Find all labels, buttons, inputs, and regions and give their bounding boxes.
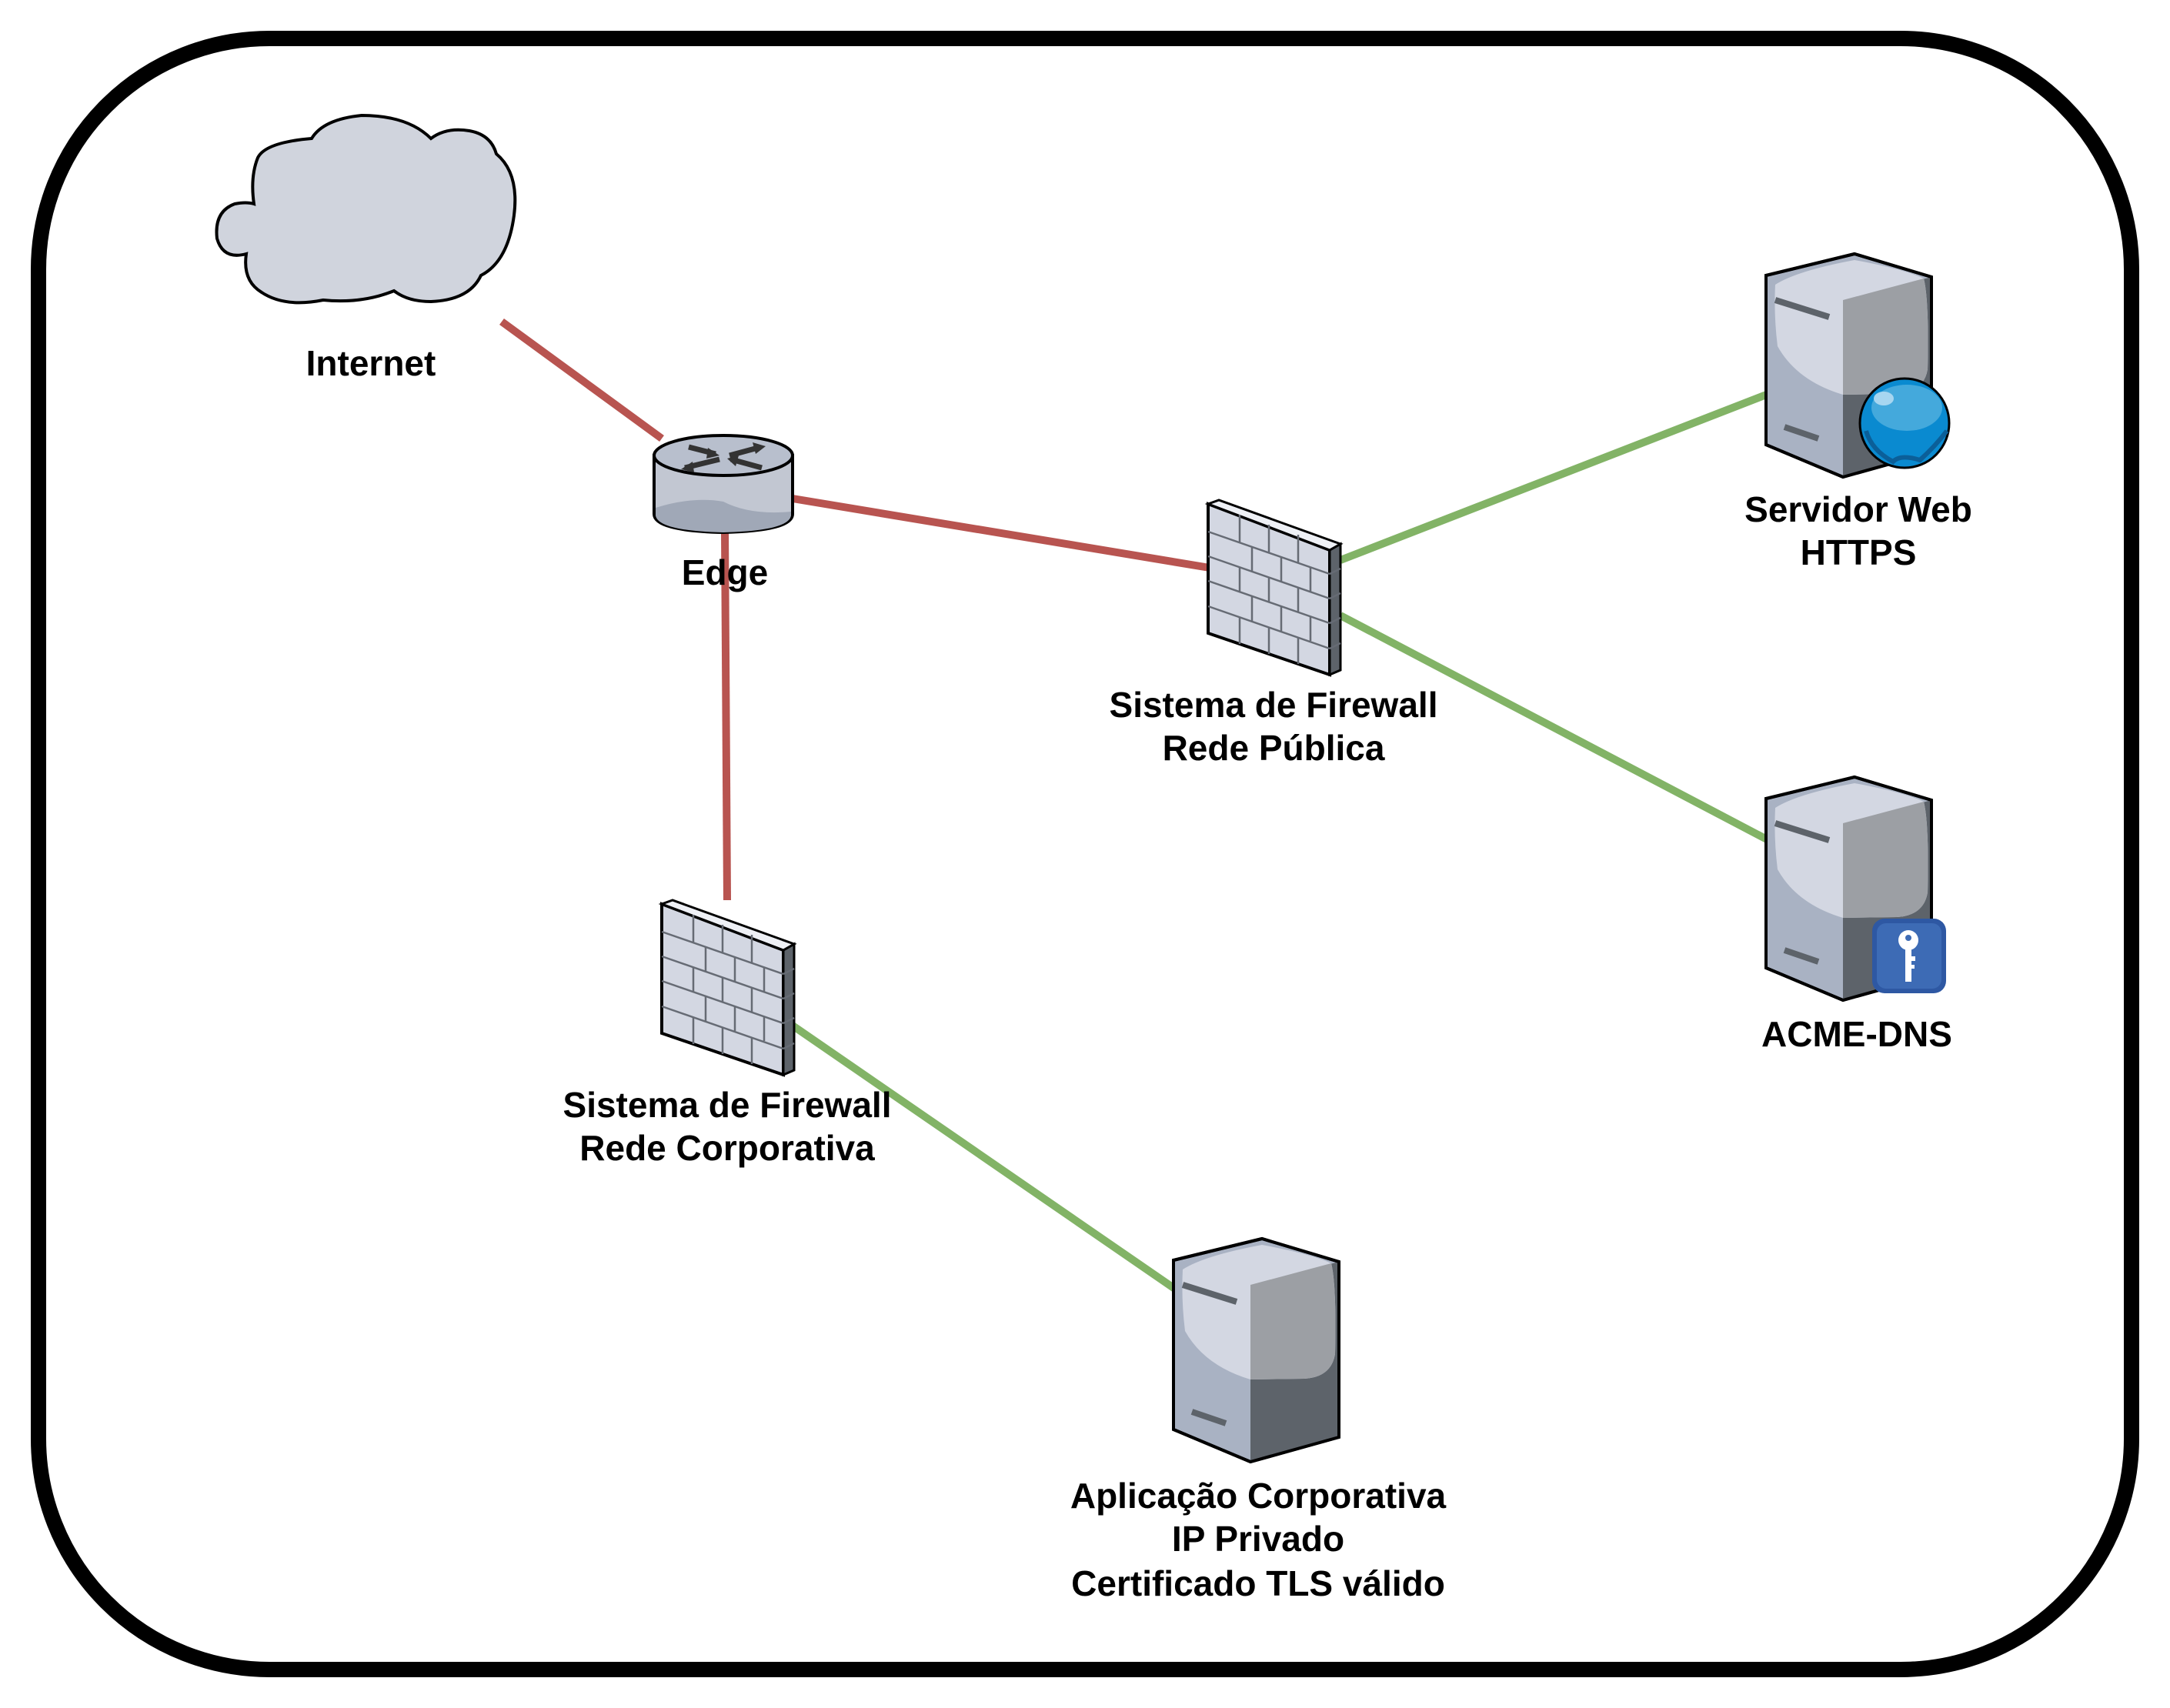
edge-label: Edge (682, 552, 768, 592)
fw-public-label-line1: Sistema de Firewall (1110, 685, 1438, 725)
web-server-label-line1: Servidor Web (1744, 489, 1972, 529)
app-server-label-line1: Aplicação Corporativa (1070, 1476, 1447, 1516)
link-edge-fw-corp (721, 530, 731, 901)
node-edge[interactable]: Edge (653, 434, 794, 592)
internet-label: Internet (306, 343, 436, 383)
node-fw-public[interactable]: Sistema de Firewall Rede Pública (1110, 499, 1438, 768)
node-web-server[interactable]: Servidor Web HTTPS (1744, 254, 1972, 572)
cloud-icon (215, 113, 517, 305)
key-icon (1872, 919, 1946, 993)
link-edge-fw-public (792, 495, 1210, 572)
server-icon (1173, 1239, 1339, 1462)
globe-icon (1858, 377, 1951, 469)
link-internet-edge (499, 318, 664, 442)
node-app-server[interactable]: Aplicação Corporativa IP Privado Certifi… (1070, 1239, 1447, 1603)
firewall-icon (660, 899, 796, 1076)
app-server-label-line3: Certificado TLS válido (1071, 1563, 1445, 1603)
link-fw-public-web-server (1339, 390, 1770, 564)
firewall-icon (1207, 499, 1342, 676)
fw-public-label-line2: Rede Pública (1163, 728, 1385, 768)
link-fw-corp-app-server (790, 1022, 1178, 1293)
app-server-label-line2: IP Privado (1172, 1519, 1344, 1559)
router-icon (653, 434, 794, 535)
node-internet[interactable]: Internet (215, 113, 517, 383)
node-fw-corp[interactable]: Sistema de Firewall Rede Corporativa (563, 899, 892, 1168)
fw-corp-label-line2: Rede Corporativa (579, 1128, 875, 1168)
fw-corp-label-line1: Sistema de Firewall (563, 1085, 892, 1125)
node-acme-dns[interactable]: ACME-DNS (1761, 777, 1952, 1054)
web-server-label-line2: HTTPS (1801, 532, 1917, 572)
link-fw-public-acme-dns (1338, 612, 1771, 844)
diagram-frame (31, 31, 2139, 1677)
acme-dns-label: ACME-DNS (1761, 1014, 1952, 1054)
